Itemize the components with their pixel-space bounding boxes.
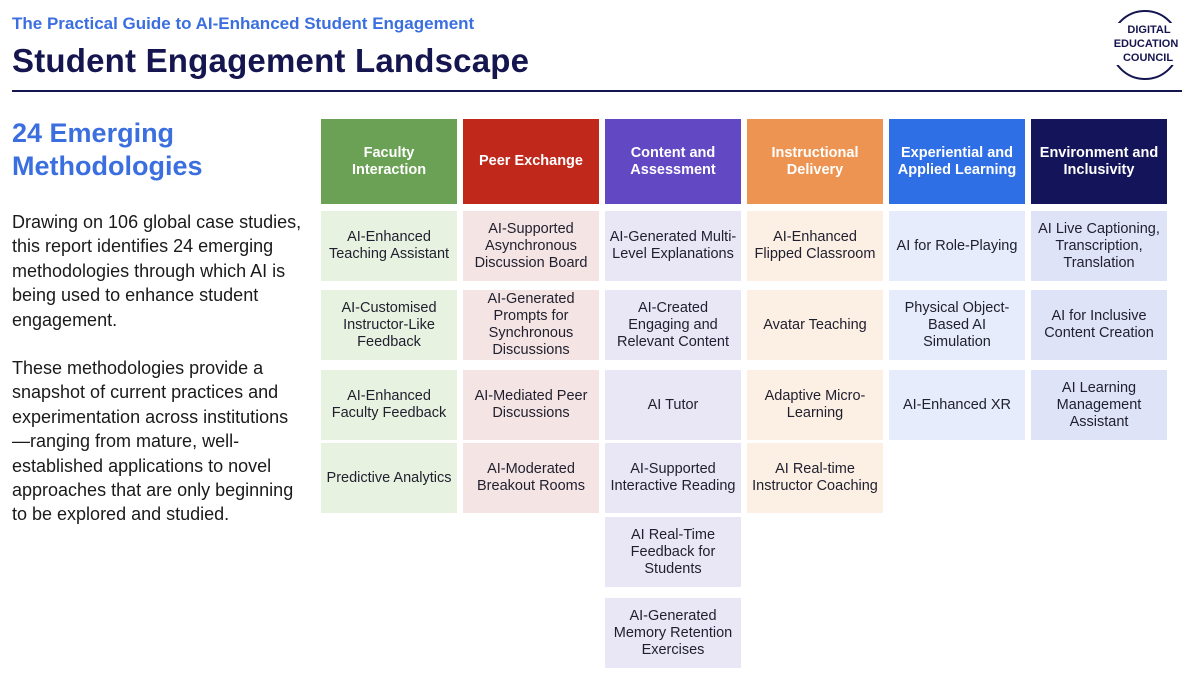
category-header-content: Content and Assessment [605, 119, 741, 204]
context-paragraph: These methodologies provide a snapshot o… [12, 358, 294, 525]
methodology-card-instructional: Adaptive Micro-Learning [747, 370, 883, 440]
category-header-peer: Peer Exchange [463, 119, 599, 204]
methodology-card-environment: AI Live Captioning, Transcription, Trans… [1031, 211, 1167, 281]
methodology-card-faculty: AI-Customised Instructor-Like Feedback [321, 290, 457, 360]
methodology-card-instructional: AI Real-time Instructor Coaching [747, 443, 883, 513]
category-header-environment: Environment and Inclusivity [1031, 119, 1167, 204]
methodology-card-content: AI-Generated Memory Retention Exercises [605, 598, 741, 668]
methodologies-subhead: 24 Emerging Methodologies [12, 118, 203, 181]
methodology-card-instructional: AI-Enhanced Flipped Classroom [747, 211, 883, 281]
methodology-card-content: AI-Generated Multi-Level Explanations [605, 211, 741, 281]
methodology-card-faculty: AI-Enhanced Faculty Feedback [321, 370, 457, 440]
logo-line-1: DIGITAL [1106, 23, 1186, 37]
digital-education-council-logo: DIGITAL EDUCATION COUNCIL [1106, 10, 1186, 80]
title-divider [12, 90, 1182, 92]
report-kicker: The Practical Guide to AI-Enhanced Stude… [12, 14, 475, 33]
methodology-card-content: AI Tutor [605, 370, 741, 440]
intro-paragraph: Drawing on 106 global case studies, this… [12, 212, 302, 330]
category-header-faculty: Faculty Interaction [321, 119, 457, 204]
methodology-card-content: AI-Created Engaging and Relevant Content [605, 290, 741, 360]
methodology-card-environment: AI for Inclusive Content Creation [1031, 290, 1167, 360]
logo-line-3: COUNCIL [1106, 51, 1186, 65]
methodology-card-experiential: AI for Role-Playing [889, 211, 1025, 281]
methodology-card-peer: AI-Generated Prompts for Synchronous Dis… [463, 290, 599, 360]
methodology-card-experiential: AI-Enhanced XR [889, 370, 1025, 440]
category-header-instructional: Instructional Delivery [747, 119, 883, 204]
page-title: Student Engagement Landscape [12, 42, 530, 79]
methodology-card-peer: AI-Mediated Peer Discussions [463, 370, 599, 440]
methodology-card-faculty: Predictive Analytics [321, 443, 457, 513]
category-header-experiential: Experiential and Applied Learning [889, 119, 1025, 204]
logo-line-2: EDUCATION [1106, 37, 1186, 51]
methodology-card-environment: AI Learning Management Assistant [1031, 370, 1167, 440]
methodology-card-peer: AI-Moderated Breakout Rooms [463, 443, 599, 513]
logo-wordmark: DIGITAL EDUCATION COUNCIL [1106, 23, 1186, 65]
methodology-card-instructional: Avatar Teaching [747, 290, 883, 360]
methodology-card-experiential: Physical Object-Based AI Simulation [889, 290, 1025, 360]
methodology-card-faculty: AI-Enhanced Teaching Assistant [321, 211, 457, 281]
methodology-card-content: AI Real-Time Feedback for Students [605, 517, 741, 587]
methodology-card-content: AI-Supported Interactive Reading [605, 443, 741, 513]
methodology-card-peer: AI-Supported Asynchronous Discussion Boa… [463, 211, 599, 281]
